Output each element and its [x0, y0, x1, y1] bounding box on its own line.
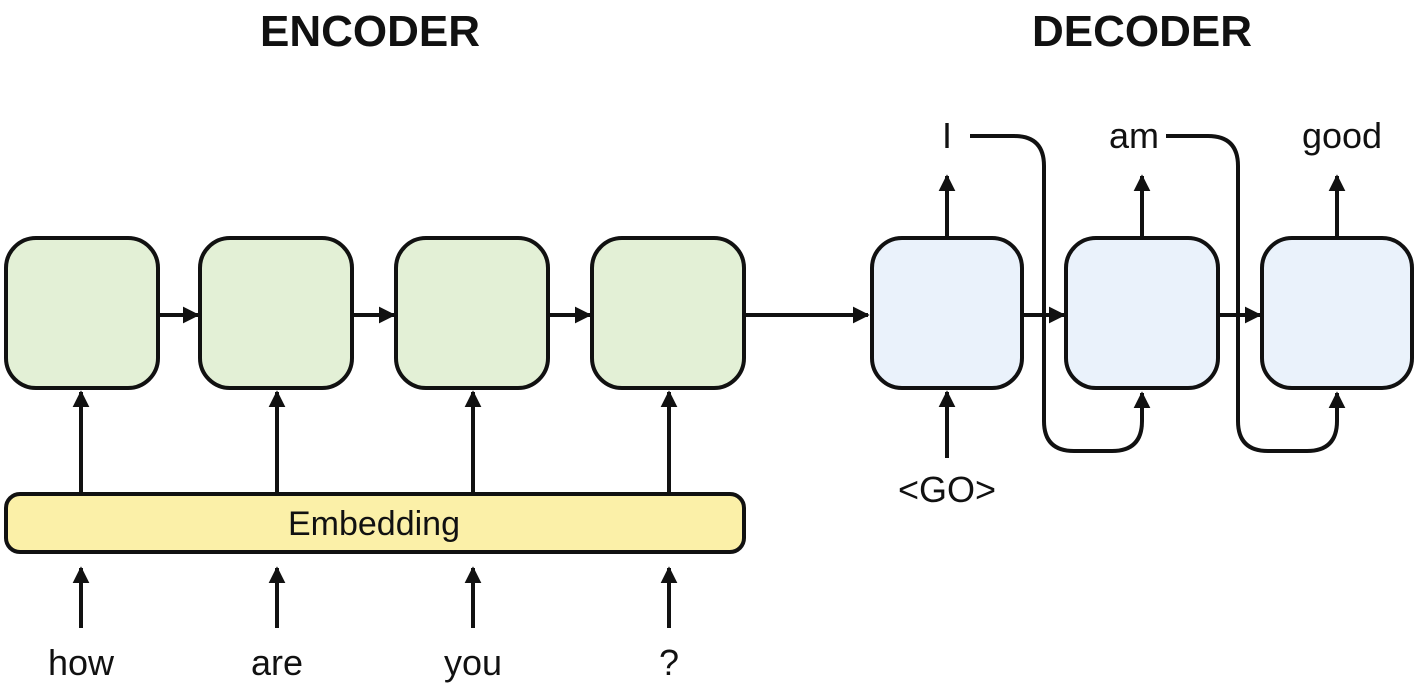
encoder-cell-3 — [394, 236, 550, 390]
feedback-loop-1 — [970, 134, 1151, 453]
decoder-cell-2 — [1064, 236, 1220, 390]
input-word-3: you — [444, 642, 502, 683]
start-token: <GO> — [898, 469, 996, 510]
decoder-title: DECODER — [1032, 7, 1252, 56]
encoder-cell-4 — [590, 236, 746, 390]
input-word-1: how — [48, 642, 115, 683]
decoder-output-word-1: I — [942, 115, 952, 156]
decoder-cell-1 — [870, 236, 1024, 390]
encoder-cell-1 — [4, 236, 160, 390]
encoder-cell-2 — [198, 236, 354, 390]
embedding-label: Embedding — [288, 505, 460, 543]
decoder-output-word-2: am — [1109, 115, 1159, 156]
encoder-title: ENCODER — [260, 7, 480, 56]
input-word-2: are — [251, 642, 303, 683]
decoder-output-word-3: good — [1302, 115, 1382, 156]
input-word-4: ? — [659, 642, 679, 683]
decoder-cell-3 — [1260, 236, 1414, 390]
embedding-layer — [4, 492, 746, 554]
feedback-loop-2 — [1166, 134, 1346, 453]
